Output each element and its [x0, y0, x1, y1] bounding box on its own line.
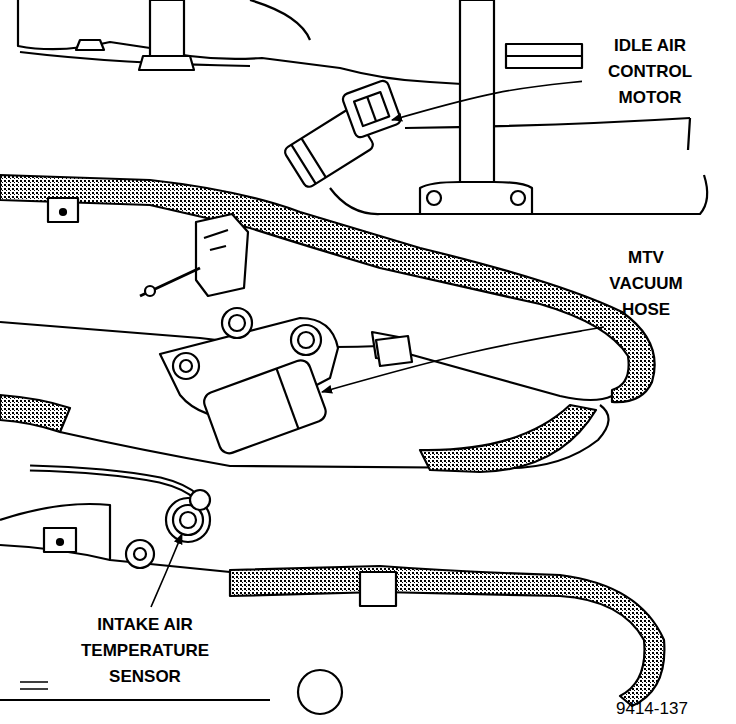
mtv-actuator-part [204, 230, 228, 250]
intake-air-temperature-sensor-part [180, 512, 196, 528]
leader-line [322, 327, 604, 392]
upper-plenum-part [18, 0, 462, 84]
idle-air-control-motor-part-part [341, 79, 402, 139]
part-label: IDLE AIR CONTROL MOTOR [588, 33, 712, 111]
mtv-actuator-part [229, 315, 245, 331]
upper-plenum-part [420, 182, 532, 214]
mtv-actuator-part [196, 214, 248, 296]
upper-plenum-part [427, 191, 441, 205]
mtv-actuator-part [180, 360, 192, 372]
mtv-actuator-part [140, 268, 200, 296]
rule-mark-part [20, 682, 48, 689]
part-label: INTAKE AIR TEMPERATURE SENSOR [68, 612, 222, 690]
upper-plenum-part [506, 44, 582, 68]
mtv-actuator-part [222, 308, 252, 338]
idle-air-control-motor-part-part [354, 92, 389, 126]
intake-air-temperature-sensor-part [30, 468, 198, 498]
upper-plenum-part [506, 55, 582, 57]
upper-plenum-part [688, 118, 690, 150]
upper-plenum-part [405, 118, 690, 128]
mtv-actuator-part [376, 336, 412, 366]
upper-plenum-part [330, 188, 420, 214]
lower-base-part [230, 566, 664, 706]
mtv-actuator-part [145, 286, 155, 296]
upper-plenum-part [530, 175, 707, 214]
upper-plenum-part [150, 0, 184, 56]
intake-air-temperature-sensor-part [190, 490, 210, 510]
lower-base-part [360, 572, 396, 606]
mtv-actuator [140, 214, 412, 456]
idle-air-control-motor-part [341, 79, 402, 139]
upper-plenum-part [20, 52, 250, 66]
runner-one-part [48, 198, 78, 222]
mtv-actuator-part [298, 332, 314, 348]
rule-mark [20, 682, 48, 689]
lower-base [0, 504, 664, 714]
mtv-actuator-part-part [277, 369, 299, 429]
lower-base-part [134, 548, 146, 560]
mtv-actuator-part [173, 353, 199, 379]
idle-air-control-motor-part-part [291, 138, 326, 183]
mtv-actuator-part [201, 358, 328, 456]
figure-number: 9414-137 [616, 698, 688, 720]
upper-plenum-part [511, 191, 525, 205]
runner-one-part [60, 209, 66, 215]
leader-line [151, 534, 182, 607]
lower-base-part [298, 670, 342, 714]
intake-air-temperature-sensor-part [30, 468, 198, 498]
lower-base-part [57, 539, 63, 545]
lower-base-part [126, 540, 154, 568]
upper-plenum-part [139, 56, 194, 70]
runner-two-part [420, 405, 596, 472]
mtv-actuator-part-part [201, 358, 328, 456]
upper-plenum-part [250, 0, 310, 40]
runner-two-part [0, 395, 70, 432]
idle-air-control-motor [283, 79, 402, 189]
lower-base-part [44, 528, 76, 552]
idle-air-control-motor-part-part [367, 97, 376, 121]
part-label: MTV VACUUM HOSE [596, 245, 696, 323]
mtv-actuator-part [291, 325, 321, 355]
lower-base-part [0, 699, 270, 701]
upper-plenum-part [76, 40, 104, 50]
intake-air-temperature-sensor [30, 468, 210, 542]
leader-line [392, 81, 582, 120]
